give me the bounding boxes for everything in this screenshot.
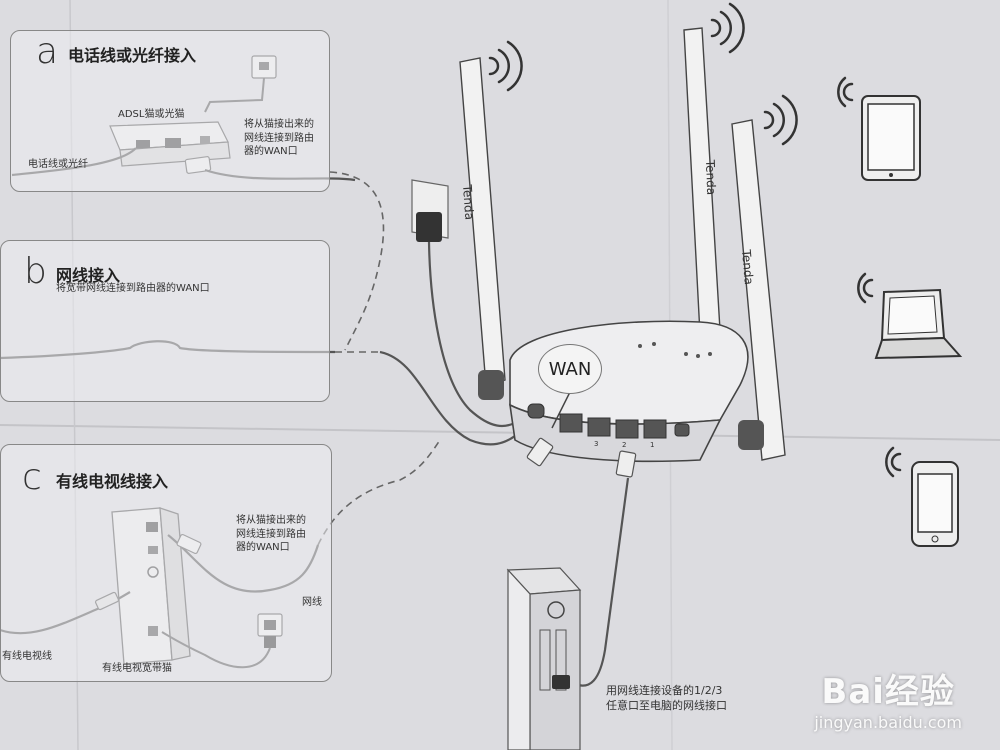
router-power-adapter-icon <box>411 179 521 428</box>
ethernet-plug-icon-lan <box>615 450 637 478</box>
panel-a-phone-or-fiber <box>10 30 330 192</box>
panel-a-cable-label: 电话线或光纤 <box>28 159 88 170</box>
wifi-signal-icon-right <box>763 94 798 146</box>
watermark-url: jingyan.baidu.com <box>814 713 962 732</box>
port-number-3: 3 <box>594 440 598 448</box>
panel-b-note: 将宽带网线连接到路由器的WAN口 <box>56 283 210 294</box>
panel-c-letter: c <box>22 457 42 498</box>
wifi-signal-icon-phone <box>885 446 902 478</box>
panel-a-title: 电话线或光纤接入 <box>68 46 197 65</box>
router-to-pc-cable <box>574 477 630 687</box>
cable-b-to-wan <box>379 350 521 446</box>
router-icon <box>459 27 786 463</box>
router-brand-label-right: Tenda <box>739 248 756 285</box>
watermark-logo: Bai经验 <box>821 672 955 712</box>
wifi-signal-icon-center <box>710 2 745 54</box>
panel-a-note-line-1: 将从猫接出来的 <box>244 119 314 130</box>
desktop-pc-icon <box>506 567 582 750</box>
pc-connection-note: 用网线连接设备的1/2/3 任意口至电脑的网线接口 <box>606 684 727 714</box>
panel-c-tv-line-label: 有线电视线 <box>2 651 52 662</box>
panel-c-note-line-3: 器的WAN口 <box>236 542 290 553</box>
wan-pointer <box>551 391 571 429</box>
panel-a-note: 将从猫接出来的 网线连接到路由 器的WAN口 <box>244 118 314 159</box>
panel-a-letter: a <box>36 31 59 72</box>
tablet-icon <box>861 95 921 181</box>
panel-c-title: 有线电视线接入 <box>56 472 169 491</box>
port-number-2: 2 <box>622 441 626 449</box>
smartphone-icon <box>911 461 959 547</box>
laptop-icon <box>874 288 963 360</box>
antenna-right <box>731 119 786 461</box>
panel-c-cable-label: 网线 <box>302 597 322 608</box>
dashed-link-a-to-router <box>329 171 385 351</box>
wifi-signal-icon-laptop <box>857 272 874 304</box>
dashed-link-c-to-router <box>317 439 441 546</box>
panel-c-tv-modem-label: 有线电视宽带猫 <box>102 663 172 674</box>
paper-fold-horizontal <box>0 424 1000 441</box>
pc-note-line-2: 任意口至电脑的网线接口 <box>606 698 727 712</box>
antenna-left <box>459 57 506 387</box>
panel-c-note-line-2: 网线连接到路由 <box>236 528 306 540</box>
panel-a-note-line-3: 器的WAN口 <box>244 146 298 157</box>
panel-b-ethernet <box>0 240 330 402</box>
panel-a-modem-label: ADSL猫或光猫 <box>118 109 185 120</box>
baidu-jingyan-watermark: Bai经验 jingyan.baidu.com <box>814 664 962 732</box>
wifi-signal-icon-left <box>488 40 523 92</box>
port-number-1: 1 <box>650 441 654 449</box>
wan-callout: WAN <box>538 344 602 394</box>
panel-a-note-line-2: 网线连接到路由 <box>244 132 314 144</box>
ethernet-plug-icon-wan <box>526 437 554 467</box>
panel-b-title: 网线接入 <box>56 266 121 285</box>
pc-note-line-1: 用网线连接设备的1/2/3 <box>606 684 723 697</box>
router-brand-label-left: Tenda <box>460 183 476 220</box>
panel-b-letter: b <box>24 251 47 292</box>
panel-c-note: 将从猫接出来的 网线连接到路由 器的WAN口 <box>236 514 306 555</box>
wifi-signal-icon-tablet <box>837 76 854 108</box>
router-brand-label-center: Tenda <box>703 159 718 196</box>
router-ports <box>527 403 690 439</box>
panel-c-cable-tv <box>0 444 332 682</box>
panel-c-note-line-1: 将从猫接出来的 <box>236 515 306 526</box>
